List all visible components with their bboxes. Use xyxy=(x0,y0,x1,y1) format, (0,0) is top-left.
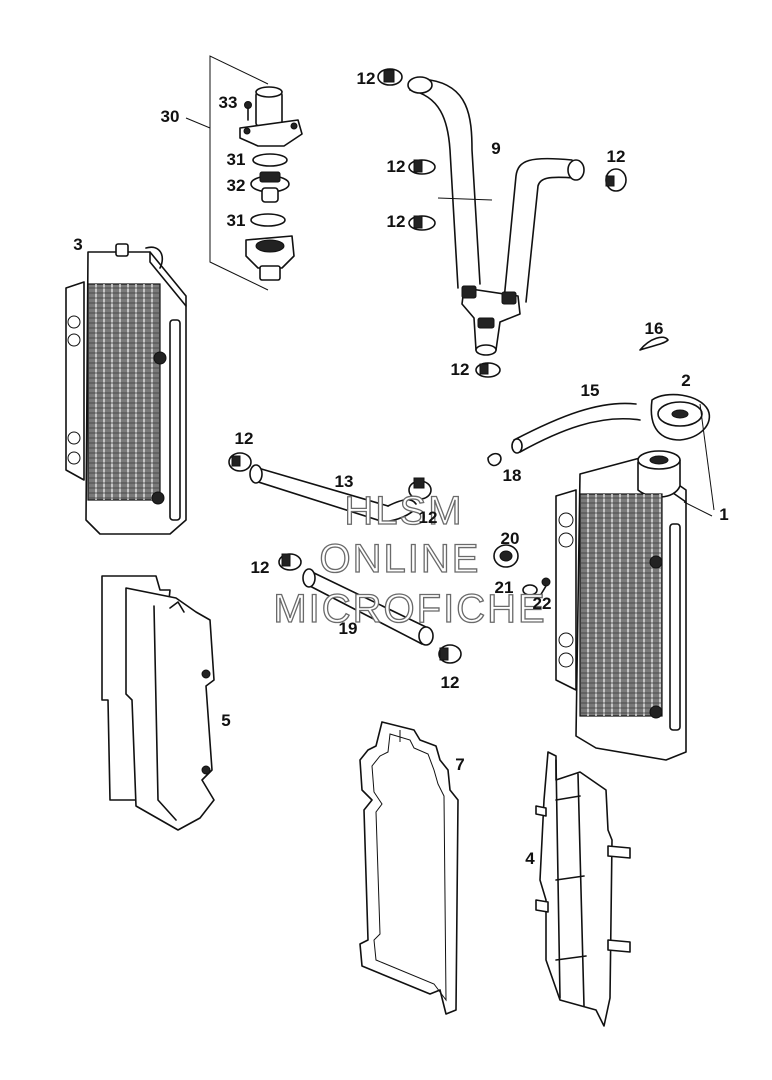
watermark-line1: HLSM xyxy=(344,489,463,533)
right-radiator-core xyxy=(579,493,663,717)
label-part-12-i: 12 xyxy=(441,673,460,692)
right-radiator-fins xyxy=(580,494,662,716)
clamp-icon xyxy=(408,477,432,500)
clamp-icon xyxy=(278,553,302,571)
clamp-icon xyxy=(228,452,252,472)
label-part-4: 4 xyxy=(525,849,535,868)
label-part-2: 2 xyxy=(681,371,690,390)
label-part-1: 1 xyxy=(719,505,728,524)
hose-clamps xyxy=(228,68,627,664)
thermostat xyxy=(250,171,290,203)
label-part-18: 18 xyxy=(503,466,522,485)
watermark-line3: MICROFICHE xyxy=(273,587,546,631)
washer xyxy=(522,584,538,596)
left-radiator-fins xyxy=(88,284,160,500)
clip-18 xyxy=(487,452,502,467)
radiator-shroud-4 xyxy=(535,751,631,1027)
clamp-icon xyxy=(408,215,436,231)
label-part-30: 30 xyxy=(161,107,180,126)
right-radiator xyxy=(555,403,715,761)
hose-13 xyxy=(249,464,417,523)
label-part-12-h: 12 xyxy=(251,558,270,577)
label-part-31-lower: 31 xyxy=(227,211,246,230)
label-part-16: 16 xyxy=(645,319,664,338)
label-part-15: 15 xyxy=(581,381,600,400)
label-part-19: 19 xyxy=(339,619,358,638)
screw-33 xyxy=(244,101,252,121)
label-part-12-a: 12 xyxy=(357,69,376,88)
rubber-grommet xyxy=(493,544,519,568)
hose-15 xyxy=(511,402,641,454)
part-labels: 30 33 31 32 31 3 12 12 12 12 12 12 12 12… xyxy=(73,69,728,868)
label-part-32: 32 xyxy=(227,176,246,195)
label-part-12-e: 12 xyxy=(451,360,470,379)
label-part-21: 21 xyxy=(495,578,514,597)
label-part-12-d: 12 xyxy=(607,147,626,166)
foam-gasket-7 xyxy=(359,721,459,1015)
clamp-icon xyxy=(438,644,462,664)
label-part-31-upper: 31 xyxy=(227,150,246,169)
radiator-shroud-5 xyxy=(101,575,215,831)
label-part-7: 7 xyxy=(455,755,464,774)
thermostat-cover xyxy=(239,86,303,147)
clamp-icon xyxy=(377,68,403,86)
label-part-3: 3 xyxy=(73,235,82,254)
clamp-icon xyxy=(475,362,501,378)
clamp-icon xyxy=(408,159,436,175)
thermostat-assembly xyxy=(185,55,303,291)
radiator-cap xyxy=(650,393,711,441)
label-part-20: 20 xyxy=(501,529,520,548)
o-ring-lower xyxy=(250,213,286,227)
label-part-12-c: 12 xyxy=(387,212,406,231)
left-radiator xyxy=(65,243,187,535)
label-part-13: 13 xyxy=(335,472,354,491)
hose-19 xyxy=(302,568,434,646)
watermark-line2: ONLINE xyxy=(320,537,481,581)
label-part-12-b: 12 xyxy=(387,157,406,176)
hose-assembly-9 xyxy=(407,76,585,356)
watermark: HLSM ONLINE MICROFICHE xyxy=(273,488,546,631)
clamp-icon xyxy=(605,168,627,192)
thermostat-base xyxy=(245,235,295,281)
label-part-33: 33 xyxy=(219,93,238,112)
label-part-12-g: 12 xyxy=(419,508,438,527)
label-part-9: 9 xyxy=(491,139,500,158)
label-part-12-f: 12 xyxy=(235,429,254,448)
label-part-5: 5 xyxy=(221,711,230,730)
screw-22 xyxy=(539,577,551,597)
o-ring-upper xyxy=(252,153,288,167)
label-part-22: 22 xyxy=(533,594,552,613)
filler-neck xyxy=(637,450,681,498)
wire-16 xyxy=(639,336,669,351)
left-radiator-core xyxy=(87,283,161,501)
